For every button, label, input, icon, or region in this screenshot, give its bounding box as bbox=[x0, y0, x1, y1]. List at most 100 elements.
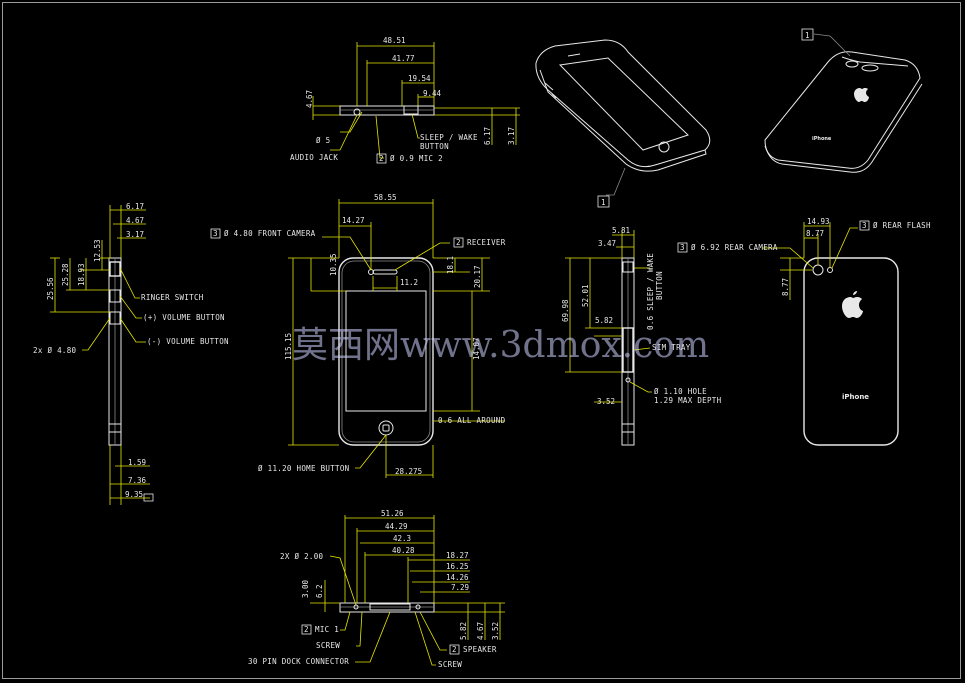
front-dim-5: 20.17 bbox=[473, 265, 482, 288]
rear-flash-circle bbox=[827, 267, 833, 273]
receiver-label: RECEIVER bbox=[467, 238, 506, 247]
left-dim-v-2: 18.93 bbox=[77, 263, 86, 286]
bottom-dim-10: 3.00 bbox=[301, 579, 310, 598]
volume-down-label: (-) VOLUME BUTTON bbox=[147, 337, 229, 346]
right-dim-6: 3.52 bbox=[597, 397, 615, 406]
bottom-dim-12: 4.67 bbox=[476, 622, 485, 640]
sleep-wake-label: SLEEP / WAKE bbox=[420, 133, 478, 142]
left-dim-top-2: 4.67 bbox=[126, 216, 144, 225]
sim-tray-shape bbox=[622, 327, 634, 373]
speaker-tag-box bbox=[449, 644, 460, 655]
left-dim-bottom-2: 7.36 bbox=[128, 476, 147, 485]
iso-back-view: iPhone 1 bbox=[764, 28, 923, 173]
watermark-text: 莫西网www.3dmox.com bbox=[292, 325, 709, 366]
receiver-slot bbox=[372, 269, 398, 275]
right-sleep-label-2: BUTTON bbox=[655, 271, 664, 300]
bottom-body bbox=[339, 602, 435, 613]
back-dim-1: 14.93 bbox=[807, 217, 830, 226]
bottom-dim-7: 14.26 bbox=[446, 573, 469, 582]
rear-cam-tag: 3 bbox=[680, 243, 685, 252]
left-side-view: 6.17 4.67 3.17 12.53 18.93 25.28 25.56 1… bbox=[33, 202, 229, 505]
screws-label: 2X Ø 2.00 bbox=[280, 552, 324, 561]
mic1-label: MIC 1 bbox=[315, 625, 339, 634]
right-dim-2: 3.47 bbox=[598, 239, 616, 248]
right-dim-1: 5.81 bbox=[612, 226, 630, 235]
audio-jack-label: AUDIO JACK bbox=[290, 153, 338, 162]
front-dim-height: 115.15 bbox=[284, 333, 293, 360]
speaker-label: SPEAKER bbox=[463, 645, 497, 654]
top-dim-3: 19.54 bbox=[408, 74, 431, 83]
ringer-switch-shape bbox=[109, 261, 121, 277]
front-cam-tag-box bbox=[210, 228, 221, 239]
sim-depth-label: 1.29 MAX DEPTH bbox=[654, 396, 722, 405]
bottom-dim-1: 51.26 bbox=[381, 509, 404, 518]
bottom-dim-13: 3.52 bbox=[491, 622, 500, 640]
front-dim-home: 28.275 bbox=[395, 467, 422, 476]
top-dim-7: 3.17 bbox=[507, 127, 516, 145]
front-view: 58.55 14.27 10.35 11.2 18.1 20.17 115.15… bbox=[210, 193, 506, 478]
right-dim-3: 69.98 bbox=[561, 299, 570, 322]
top-dim-5: 4.67 bbox=[305, 90, 314, 108]
mic2-tag-box bbox=[376, 153, 387, 164]
iso-left-tag: 1 bbox=[601, 198, 606, 207]
bottom-view: 51.26 44.29 42.3 40.28 18.27 16.25 14.26… bbox=[248, 509, 505, 669]
back-iphone-logo: iPhone bbox=[842, 393, 869, 401]
receiver-tag-box bbox=[453, 237, 464, 248]
bottom-dim-11: 5.82 bbox=[459, 622, 468, 640]
flash-tag: 3 bbox=[862, 221, 867, 230]
dock-connector-shape bbox=[369, 603, 411, 611]
sim-eject-hole bbox=[625, 377, 631, 383]
rear-flash-label: Ø REAR FLASH bbox=[873, 221, 931, 230]
right-dim-4: 52.01 bbox=[581, 284, 590, 307]
speaker-tag: 2 bbox=[452, 645, 457, 654]
volume-up-label: (+) VOLUME BUTTON bbox=[143, 313, 225, 322]
front-dim-width: 58.55 bbox=[374, 193, 397, 202]
left-dim-v-3: 25.28 bbox=[61, 263, 70, 286]
mic1-tag: 2 bbox=[304, 625, 309, 634]
sleep-button-outline bbox=[403, 105, 419, 115]
dock-connector-label: 30 PIN DOCK CONNECTOR bbox=[248, 657, 349, 666]
top-view-body bbox=[339, 105, 435, 116]
left-dim-top-3: 3.17 bbox=[126, 230, 144, 239]
rear-camera-label: Ø 6.92 REAR CAMERA bbox=[691, 243, 778, 252]
mic1-tag-box bbox=[301, 624, 312, 635]
front-dim-cam-y: 10.35 bbox=[329, 253, 338, 276]
home-button-label: Ø 11.20 HOME BUTTON bbox=[258, 464, 350, 473]
iso-iphone-logo: iPhone bbox=[812, 136, 832, 142]
button-hole-label: 2x Ø 4.80 bbox=[33, 346, 77, 355]
home-button-circle bbox=[378, 420, 394, 436]
mic2-label: Ø 0.9 MIC 2 bbox=[390, 154, 443, 163]
top-dim-2: 41.77 bbox=[392, 54, 415, 63]
iso-right-tag: 1 bbox=[805, 31, 810, 40]
sim-tray-label: SIM TRAY bbox=[652, 343, 691, 352]
front-dim-screen: 14.07 bbox=[472, 337, 481, 360]
front-dim-receiver: 11.2 bbox=[400, 278, 418, 287]
front-camera-label: Ø 4.80 FRONT CAMERA bbox=[224, 229, 316, 238]
left-dim-v-1: 12.53 bbox=[93, 239, 102, 262]
iso-screen bbox=[558, 57, 689, 151]
home-button-square bbox=[382, 424, 390, 432]
mic2-tag: 2 bbox=[379, 154, 384, 163]
bottom-dim-2: 44.29 bbox=[385, 522, 408, 531]
front-dim-4: 18.1 bbox=[446, 256, 455, 274]
left-dim-bottom-3: 9.35 bbox=[125, 490, 143, 499]
bottom-dim-5: 18.27 bbox=[446, 551, 469, 560]
screw-right-label: SCREW bbox=[438, 660, 462, 669]
top-dim-6: 6.17 bbox=[483, 127, 492, 145]
rear-cam-tag-box bbox=[677, 242, 688, 253]
back-view: iPhone 14.93 8.77 8.77 3 Ø 6.92 REAR CAM… bbox=[677, 217, 931, 446]
right-dim-5: 5.82 bbox=[595, 316, 613, 325]
right-sleep-label: 0.6 SLEEP / WAKE bbox=[646, 253, 655, 330]
receiver-tag: 2 bbox=[456, 238, 461, 247]
iso-apple-logo-icon bbox=[854, 88, 869, 102]
flash-tag-box bbox=[859, 220, 870, 231]
left-dim-top-1: 6.17 bbox=[126, 202, 144, 211]
iso-home-button bbox=[658, 141, 670, 153]
rear-camera-circle bbox=[812, 264, 824, 276]
left-dim-bottom-1: 1.59 bbox=[128, 458, 146, 467]
bottom-dim-8: 7.29 bbox=[451, 583, 469, 592]
ringer-switch-label: RINGER SWITCH bbox=[141, 293, 204, 302]
back-dim-2: 8.77 bbox=[806, 229, 824, 238]
